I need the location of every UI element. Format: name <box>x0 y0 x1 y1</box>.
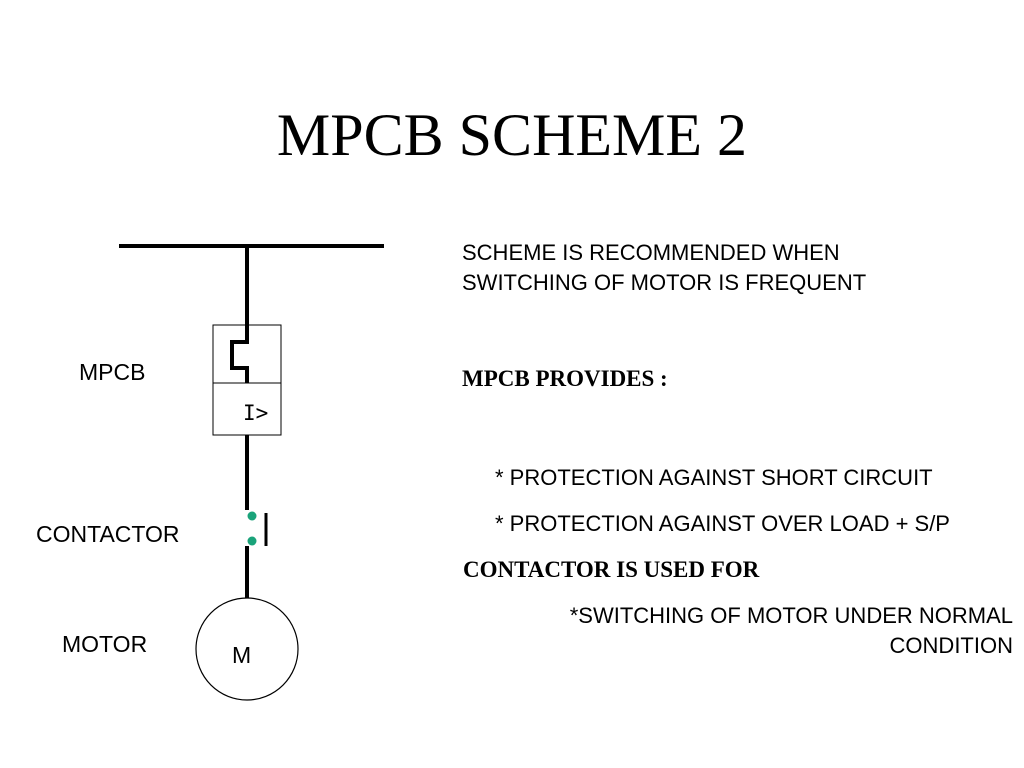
motor-circle-icon <box>195 597 299 701</box>
mpcb-provides-heading: MPCB PROVIDES : <box>462 366 668 391</box>
slide-title: MPCB SCHEME 2 <box>276 102 748 168</box>
mpcb-provides-item-1: * PROTECTION AGAINST SHORT CIRCUIT <box>495 465 933 490</box>
scheme-note-line-2: SWITCHING OF MOTOR IS FREQUENT <box>462 270 867 295</box>
contactor-used-for-item-line-2: CONDITION <box>889 633 1013 658</box>
contactor-dot-bottom-icon <box>247 536 257 546</box>
motor-symbol: M <box>232 642 252 668</box>
mpcb-breaker-contact-icon <box>230 325 249 383</box>
contactor-label: CONTACTOR <box>36 521 180 547</box>
scheme-note-line-1: SCHEME IS RECOMMENDED WHEN <box>462 240 840 265</box>
contactor-used-for-item-line-1: *SWITCHING OF MOTOR UNDER NORMAL <box>569 603 1013 628</box>
mpcb-label: MPCB <box>79 359 146 385</box>
overcurrent-symbol: I> <box>243 401 269 425</box>
contactor-dot-top-icon <box>247 511 257 521</box>
contactor-used-for-heading: CONTACTOR IS USED FOR <box>463 557 760 582</box>
motor-label: MOTOR <box>62 631 148 657</box>
mpcb-provides-item-2: * PROTECTION AGAINST OVER LOAD + S/P <box>495 511 950 536</box>
